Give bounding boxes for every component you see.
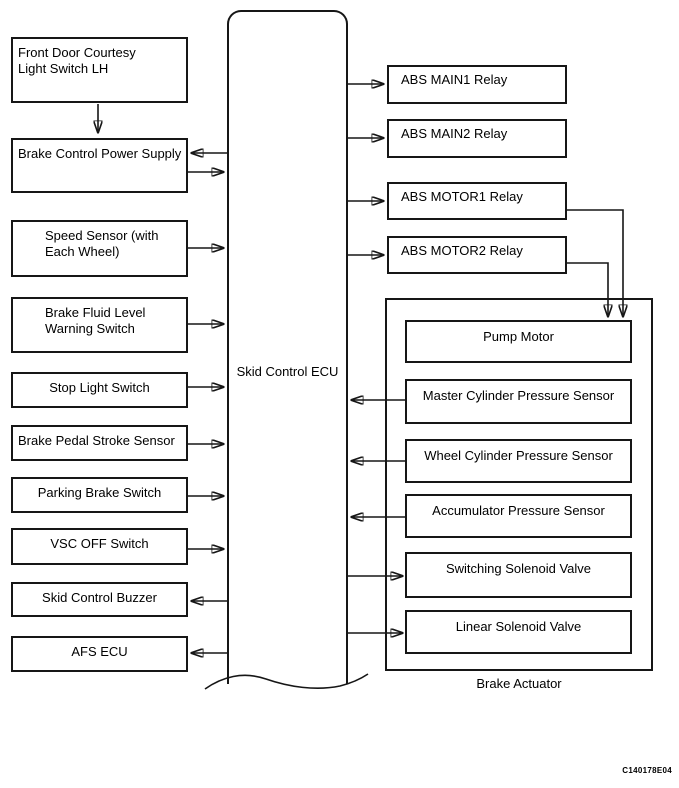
box-label: ABS MOTOR1 Relay bbox=[401, 189, 523, 204]
box-label: Brake Control Power Supply bbox=[18, 146, 182, 161]
box-stop-light-switch: Stop Light Switch bbox=[11, 372, 188, 408]
box-switching-solenoid-valve: Switching Solenoid Valve bbox=[405, 552, 632, 598]
box-accumulator-pressure-sensor: Accumulator Pressure Sensor bbox=[405, 494, 632, 538]
ecu-label: Skid Control ECU bbox=[236, 364, 339, 379]
box-label: Stop Light Switch bbox=[49, 380, 150, 395]
box-label: Pump Motor bbox=[483, 329, 554, 344]
box-brake-pedal-stroke-sensor: Brake Pedal Stroke Sensor bbox=[11, 425, 188, 461]
box-abs-motor1-relay: ABS MOTOR1 Relay bbox=[387, 182, 567, 220]
box-master-cylinder-pressure-sensor: Master Cylinder Pressure Sensor bbox=[405, 379, 632, 424]
box-label: Brake Fluid Level Warning Switch bbox=[45, 305, 146, 336]
box-afs-ecu: AFS ECU bbox=[11, 636, 188, 672]
box-label: AFS ECU bbox=[71, 644, 128, 659]
box-vsc-off-switch: VSC OFF Switch bbox=[11, 528, 188, 565]
box-skid-control-buzzer: Skid Control Buzzer bbox=[11, 582, 188, 617]
box-label: Wheel Cylinder Pressure Sensor bbox=[424, 448, 613, 463]
box-label: Linear Solenoid Valve bbox=[455, 619, 582, 634]
box-label: Speed Sensor (with Each Wheel) bbox=[45, 228, 159, 259]
box-label: Master Cylinder Pressure Sensor bbox=[422, 388, 615, 403]
box-skid-control-ecu: Skid Control ECU bbox=[227, 10, 348, 684]
box-speed-sensor: Speed Sensor (with Each Wheel) bbox=[11, 220, 188, 277]
box-label: Brake Pedal Stroke Sensor bbox=[18, 433, 175, 448]
box-linear-solenoid-valve: Linear Solenoid Valve bbox=[405, 610, 632, 654]
box-label: ABS MOTOR2 Relay bbox=[401, 243, 523, 258]
box-label: ABS MAIN2 Relay bbox=[401, 126, 508, 141]
box-label: Switching Solenoid Valve bbox=[445, 561, 591, 576]
brake-actuator-caption: Brake Actuator bbox=[476, 676, 562, 691]
box-parking-brake-switch: Parking Brake Switch bbox=[11, 477, 188, 513]
box-label: Skid Control Buzzer bbox=[42, 590, 157, 605]
box-label: Accumulator Pressure Sensor bbox=[432, 503, 605, 518]
box-front-door-courtesy-light-switch-lh: Front Door Courtesy Light Switch LH bbox=[11, 37, 188, 103]
box-pump-motor: Pump Motor bbox=[405, 320, 632, 363]
box-label: ABS MAIN1 Relay bbox=[401, 72, 508, 87]
box-label: Parking Brake Switch bbox=[37, 485, 162, 500]
box-brake-fluid-level-warning-switch: Brake Fluid Level Warning Switch bbox=[11, 297, 188, 353]
box-abs-motor2-relay: ABS MOTOR2 Relay bbox=[387, 236, 567, 274]
box-brake-control-power-supply: Brake Control Power Supply bbox=[11, 138, 188, 193]
box-abs-main1-relay: ABS MAIN1 Relay bbox=[387, 65, 567, 104]
box-wheel-cylinder-pressure-sensor: Wheel Cylinder Pressure Sensor bbox=[405, 439, 632, 483]
box-abs-main2-relay: ABS MAIN2 Relay bbox=[387, 119, 567, 158]
box-label: VSC OFF Switch bbox=[50, 536, 149, 551]
box-label: Front Door Courtesy Light Switch LH bbox=[18, 45, 136, 76]
figure-code: C140178E04 bbox=[622, 766, 672, 775]
